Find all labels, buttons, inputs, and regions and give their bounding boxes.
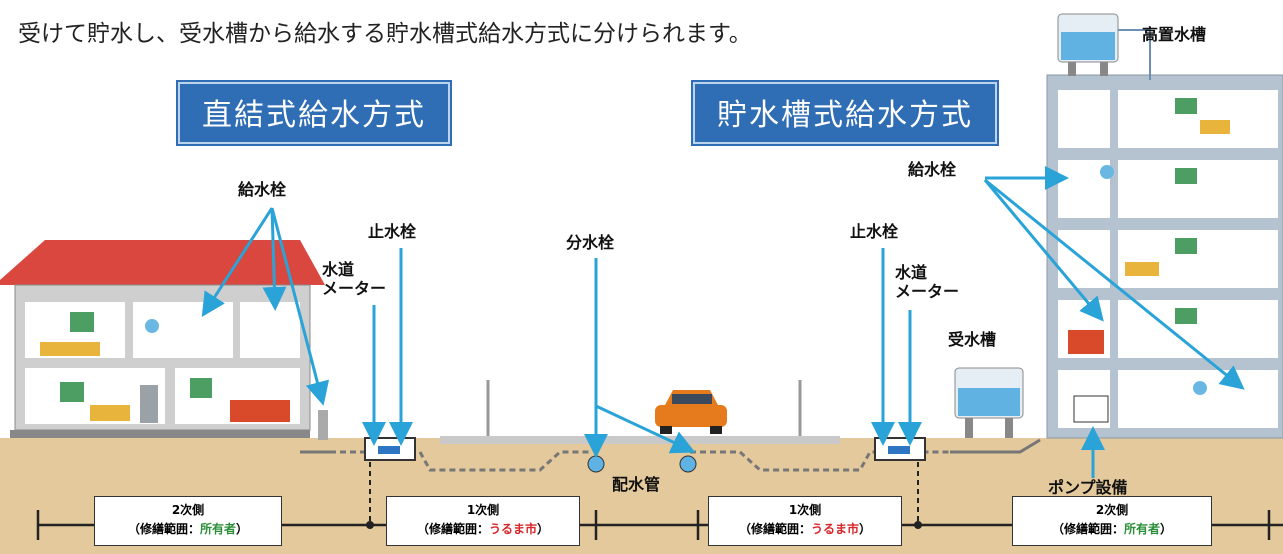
elevated-tank-illustration <box>1057 13 1151 80</box>
label-faucet-right: 給水栓 <box>908 160 957 179</box>
label-elevated-tank: 高置水槽 <box>1142 25 1207 44</box>
label-main-pipe: 配水管 <box>612 475 661 494</box>
house-roof <box>0 240 325 285</box>
box-owner: うるま市 <box>488 522 537 536</box>
label-pump: ポンプ設備 <box>1048 478 1128 497</box>
label-meter-left: 水道 メーター <box>322 260 387 298</box>
road-surface <box>440 436 840 444</box>
label-meter-right: 水道 メーター <box>895 263 960 301</box>
box-title: 1次側 <box>788 503 822 517</box>
label-receiving-tank: 受水槽 <box>948 330 997 349</box>
box-suffix: ） <box>859 522 872 536</box>
box-owner: うるま市 <box>810 522 859 536</box>
banner-tank: 貯水槽式給水方式 <box>693 82 997 144</box>
box-suffix: ） <box>236 522 249 536</box>
box-title: 2次側 <box>171 503 205 517</box>
responsibility-box: 2次側 （修繕範囲：所有者） <box>94 496 282 546</box>
box-prefix: （修繕範囲： <box>1051 522 1124 536</box>
responsibility-box: 1次側 （修繕範囲：うるま市） <box>386 496 580 546</box>
label-branch-valve: 分水栓 <box>566 233 615 252</box>
box-suffix: ） <box>1160 522 1173 536</box>
car <box>655 390 727 434</box>
label-stop-valve-left: 止水栓 <box>368 222 417 241</box>
banner-direct: 直結式給水方式 <box>178 82 450 144</box>
responsibility-box: 2次側 （修繕範囲：所有者） <box>1012 496 1212 546</box>
apartment-building <box>1046 74 1283 439</box>
main-pipe-left <box>587 455 605 473</box>
responsibility-box: 1次側 （修繕範囲：うるま市） <box>708 496 902 546</box>
box-owner: 所有者 <box>199 522 236 536</box>
label-faucet-left: 給水栓 <box>238 180 287 199</box>
label-stop-valve-right: 止水栓 <box>850 222 899 241</box>
box-prefix: （修繕範囲： <box>738 522 811 536</box>
pointer-arrows <box>201 166 1245 478</box>
detached-house <box>0 240 328 440</box>
receiving-tank-illustration <box>954 367 1024 438</box>
box-owner: 所有者 <box>1123 522 1160 536</box>
main-pipe-right <box>679 455 697 473</box>
box-suffix: ） <box>537 522 550 536</box>
box-title: 2次側 <box>1095 503 1129 517</box>
box-title: 1次側 <box>466 503 500 517</box>
intro-text: 受けて貯水し、受水槽から給水する貯水槽式給水方式に分けられます。 <box>18 21 752 47</box>
box-prefix: （修繕範囲： <box>127 522 200 536</box>
box-prefix: （修繕範囲： <box>416 522 489 536</box>
